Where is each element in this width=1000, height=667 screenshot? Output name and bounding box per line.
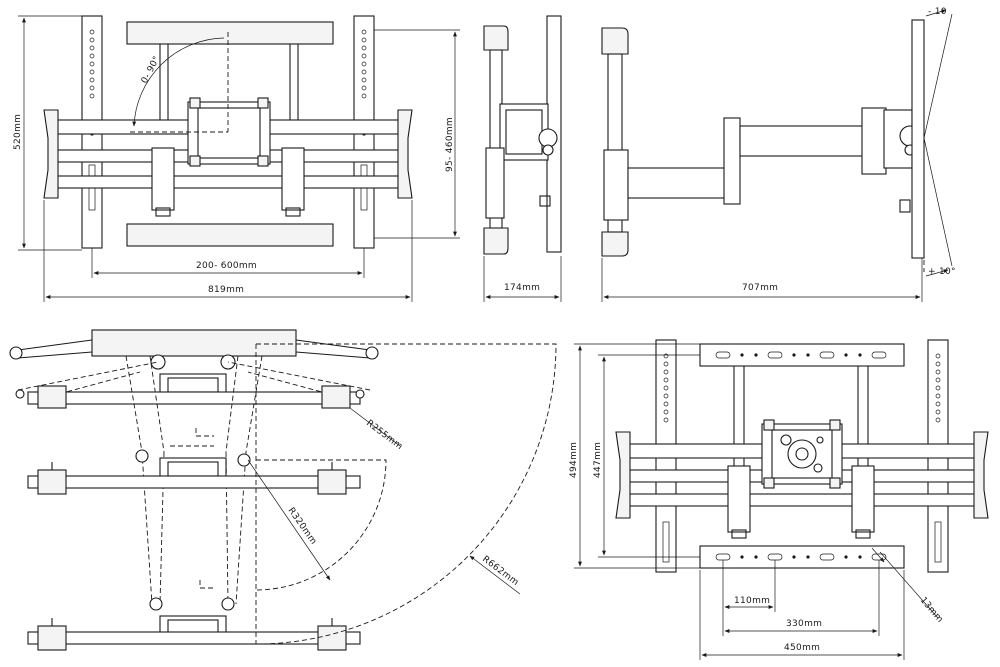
- side-extended-wall-joint: [603, 149, 629, 221]
- side-depth-max-dim: 707mm: [742, 283, 778, 293]
- rear-slot-width-dim: 13mm: [918, 596, 945, 626]
- rear-top-plate: [699, 343, 905, 367]
- radius-outer-label: R662mm: [480, 554, 520, 588]
- side-view-collapsed: 174mm: [483, 15, 562, 302]
- rear-height-inner-dim: 447mm: [593, 442, 603, 478]
- rear-right-joint: [851, 465, 875, 533]
- radius-inner-label: R255mm: [364, 418, 404, 452]
- front-right-endcap: [397, 109, 413, 199]
- rear-slot-spacing-dim: 110mm: [734, 596, 770, 606]
- rear-left-joint: [727, 465, 751, 533]
- side-view-extended: - 10 + 10° 707mm: [601, 7, 956, 302]
- side-extended-vesa-plate: [911, 19, 925, 259]
- top-lower-crossbar: [27, 631, 361, 645]
- front-arm-angle-label: 0- 90°: [140, 55, 163, 86]
- front-height-dim: 520mm: [13, 114, 23, 150]
- rear-view: 494mm 447mm 110mm 330mm 450mm 13mm: [569, 339, 989, 660]
- rear-lower-crossbar: [627, 493, 977, 507]
- side-collapsed-top-cap: [483, 25, 509, 51]
- rear-right-endcap: [973, 431, 989, 519]
- side-collapsed-arm-joint: [485, 147, 505, 219]
- tilt-up-label: - 10: [928, 7, 947, 17]
- front-base-arm: [55, 175, 401, 189]
- front-width-dim: 819mm: [208, 285, 244, 295]
- rear-outer-width-dim: 450mm: [784, 643, 820, 653]
- front-right-joint: [281, 147, 305, 211]
- top-upper-crossbar: [27, 391, 361, 405]
- top-view: R320mm R255mm R662mm: [9, 329, 557, 651]
- tilt-down-label: + 10°: [928, 267, 956, 277]
- radius-mid-label: R320mm: [286, 506, 319, 547]
- top-middle-crossbar: [27, 475, 361, 489]
- front-vesa-height-dim: 95- 460mm: [445, 117, 455, 172]
- front-left-joint: [151, 147, 175, 211]
- rear-left-endcap: [615, 431, 631, 519]
- rear-inner-width-dim: 330mm: [786, 619, 822, 629]
- side-extended-top-cap: [601, 27, 629, 55]
- front-bottom-plate: [126, 223, 334, 247]
- front-top-plate: [126, 21, 334, 45]
- rear-height-outer-dim: 494mm: [569, 442, 579, 478]
- top-wall-plate: [91, 329, 297, 357]
- side-extended-upper-arm: [739, 125, 865, 157]
- rear-rail-holes: [662, 353, 942, 563]
- side-extended-bottom-cap: [601, 231, 629, 257]
- front-left-endcap: [43, 109, 59, 199]
- side-depth-min-dim: 174mm: [504, 283, 540, 293]
- rear-top-plate-slots: [715, 351, 887, 359]
- side-extended-lower-arm: [627, 167, 739, 199]
- front-tilt-head: [187, 101, 271, 165]
- front-spacing-dim: 200- 600mm: [196, 261, 257, 271]
- front-view: 0- 90° 520mm 95- 460mm 200- 600mm 819mm: [13, 15, 460, 302]
- side-collapsed-bottom-cap: [483, 227, 509, 255]
